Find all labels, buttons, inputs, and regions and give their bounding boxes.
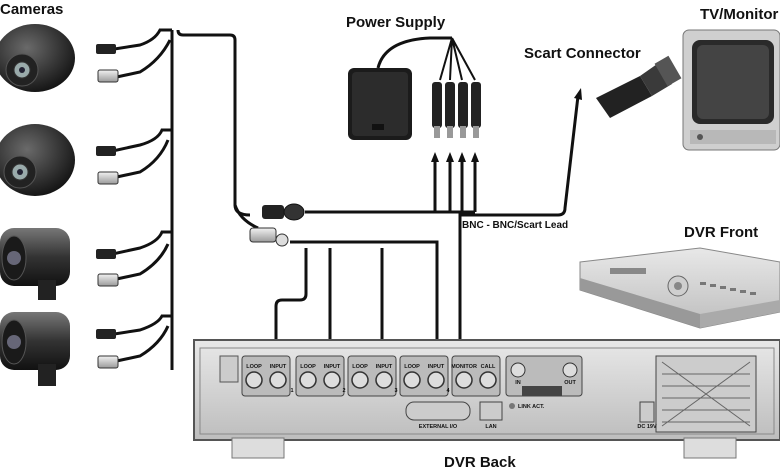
port-label-call: CALL: [481, 364, 496, 370]
audio-in-label: IN: [515, 380, 521, 386]
dvr-front-label: DVR Front: [684, 224, 758, 241]
bnc-sockets: [245, 371, 497, 389]
power-supply-label: Power Supply: [346, 14, 446, 31]
port-label-input-1: INPUT: [270, 364, 287, 370]
camera-leads: [107, 28, 172, 364]
port-label-loop-3: LOOP: [352, 364, 368, 370]
port-label-loop-1: LOOP: [246, 364, 262, 370]
scart-connector: [596, 55, 682, 118]
dome-camera-1: [0, 24, 75, 92]
tv-monitor: [682, 29, 780, 151]
tv-monitor-label: TV/Monitor: [700, 6, 778, 23]
port-label-input-3: INPUT: [376, 364, 393, 370]
lan-label: LAN: [485, 424, 496, 430]
power-supply: [348, 36, 481, 140]
bullet-camera-2: [0, 312, 70, 386]
camera-bnc-plugs: [96, 44, 119, 369]
panel-labels: LOOP INPUT LOOP INPUT LOOP INPUT LOOP IN…: [246, 364, 657, 430]
bnc-scart-lead-label: BNC - BNC/Scart Lead: [462, 220, 568, 231]
dvr-front-unit: [579, 247, 780, 329]
port-label-loop-4: LOOP: [404, 364, 420, 370]
dvr-back-unit: [193, 339, 780, 459]
dc-label: DC 19V: [637, 424, 657, 430]
dome-camera-2: [0, 124, 75, 196]
port-number-3: 3: [394, 388, 397, 394]
link-act-label: LINK ACT.: [518, 404, 545, 410]
port-label-monitor: MONITOR: [451, 364, 477, 370]
trunk-cables: [170, 29, 251, 370]
port-number-1: 1: [290, 388, 293, 394]
audio-out-label: OUT: [564, 380, 576, 386]
bullet-camera-1: [0, 228, 70, 300]
dvr-back-label: DVR Back: [444, 454, 516, 470]
external-io-label: EXTERNAL I/O: [419, 424, 458, 430]
port-label-input-4: INPUT: [428, 364, 445, 370]
port-label-loop-2: LOOP: [300, 364, 316, 370]
cameras-label: Cameras: [0, 1, 63, 18]
port-label-input-2: INPUT: [324, 364, 341, 370]
port-number-2: 2: [342, 388, 345, 394]
port-number-4: 4: [446, 388, 450, 394]
scart-connector-label: Scart Connector: [524, 45, 641, 62]
power-arrows: [431, 152, 479, 162]
splitter-lead: [233, 203, 305, 247]
power-feed: [305, 160, 477, 214]
